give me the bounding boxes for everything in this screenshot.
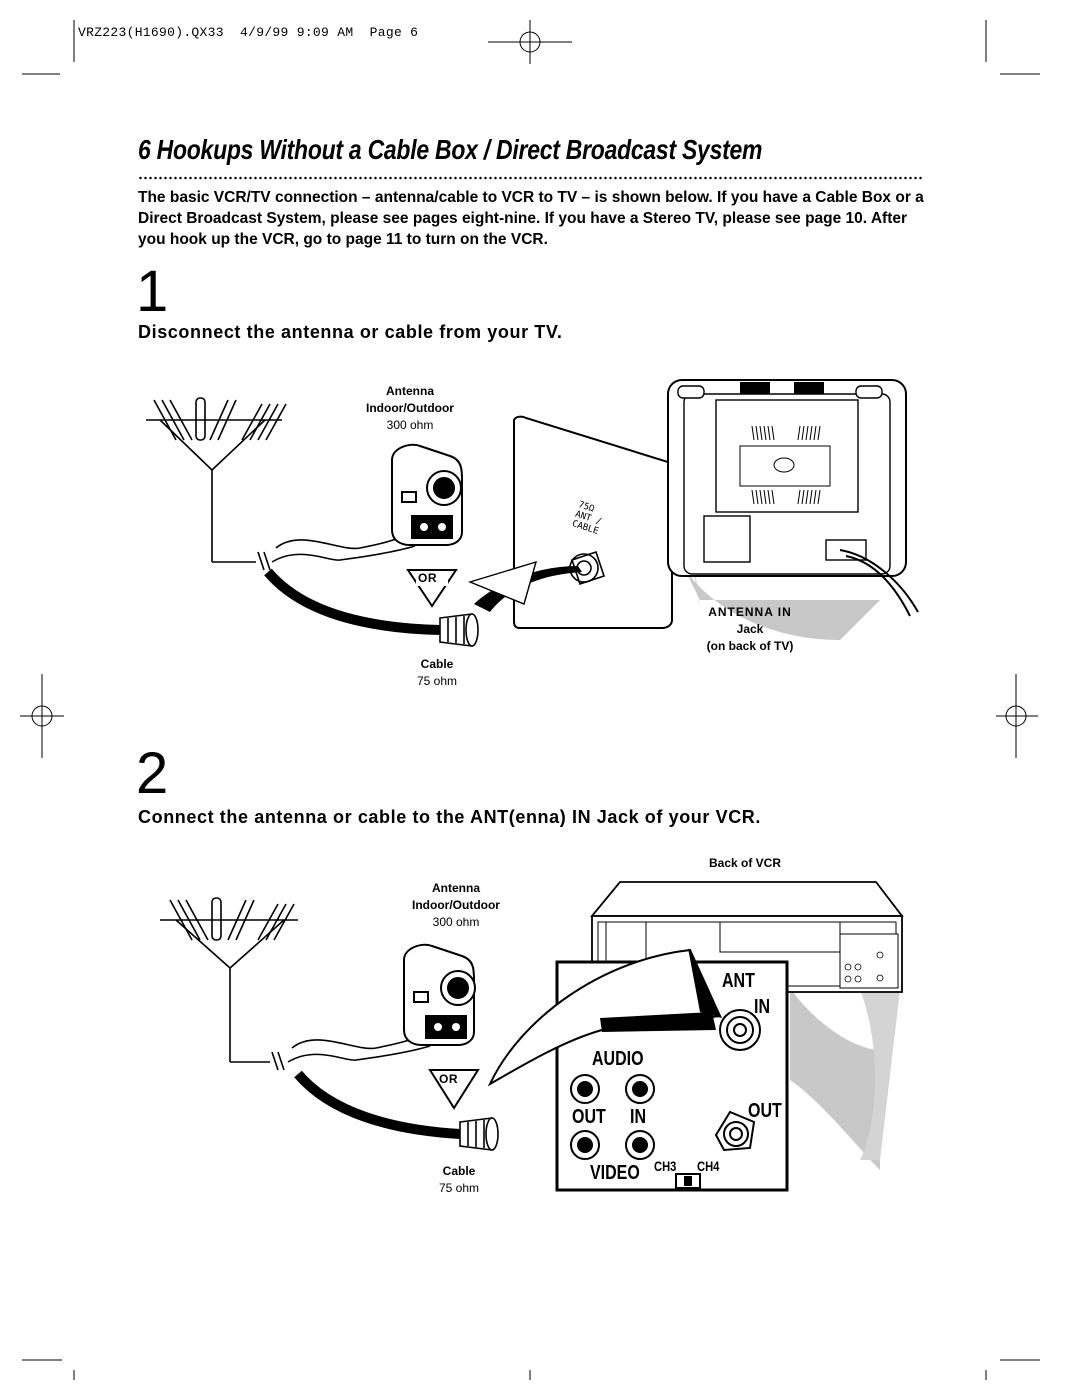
step-1-cable-label: Cable 75 ohm [377, 656, 497, 690]
panel-ch4-label: CH4 [697, 1158, 720, 1174]
step-1-or-label: OR [418, 571, 437, 585]
panel-in-mid-label: IN [630, 1106, 646, 1128]
step-1-antenna-ohm: 300 ohm [386, 418, 434, 432]
step-1-cable-title: Cable [420, 657, 454, 671]
step-2-antenna-label: Antenna Indoor/Outdoor 300 ohm [386, 880, 526, 931]
step-2-heading: Connect the antenna or cable to the ANT(… [138, 807, 762, 827]
print-slug: VRZ223(H1690).QX33 4/9/99 9:09 AM Page 6 [78, 25, 419, 40]
panel-ch3-label: CH3 [654, 1158, 677, 1174]
step-2-number: 2 [136, 741, 169, 806]
step-1-number: 1 [136, 259, 169, 324]
panel-ant-label: ANT [722, 970, 755, 992]
step-1-antenna-label: Antenna Indoor/Outdoor 300 ohm [340, 383, 480, 434]
page-title: 6 Hookups Without a Cable Box / Direct B… [138, 134, 763, 165]
step-1-cable-ohm: 75 ohm [416, 674, 458, 688]
back-of-vcr-text: Back of VCR [708, 856, 782, 870]
step-1-jack-line3: (on back of TV) [706, 639, 794, 653]
step-1-antenna-title: Antenna [386, 384, 434, 398]
step-1-heading: Disconnect the antenna or cable from you… [138, 322, 563, 342]
step-1-jack-line1: ANTENNA IN [708, 605, 792, 619]
panel-out-right-label: OUT [748, 1100, 782, 1122]
panel-video-label: VIDEO [590, 1162, 640, 1184]
step-2-or-label: OR [439, 1072, 458, 1086]
panel-in-top-label: IN [754, 996, 770, 1018]
step-1-jack-label: ANTENNA IN Jack (on back of TV) [670, 604, 830, 655]
step-1-antenna-type: Indoor/Outdoor [366, 401, 454, 415]
step-1-jack-line2: Jack [736, 622, 764, 636]
step-2-antenna-type: Indoor/Outdoor [412, 898, 500, 912]
step-2-cable-label: Cable 75 ohm [399, 1163, 519, 1197]
step-2-cable-ohm: 75 ohm [438, 1181, 480, 1195]
step-2-antenna-ohm: 300 ohm [432, 915, 480, 929]
title-divider [138, 176, 924, 180]
back-of-vcr-label: Back of VCR [660, 855, 830, 872]
step-2-cable-title: Cable [442, 1164, 476, 1178]
step-2-antenna-title: Antenna [432, 881, 480, 895]
panel-audio-label: AUDIO [592, 1048, 644, 1070]
panel-out-left-label: OUT [572, 1106, 606, 1128]
intro-paragraph: The basic VCR/TV connection – antenna/ca… [138, 189, 924, 248]
